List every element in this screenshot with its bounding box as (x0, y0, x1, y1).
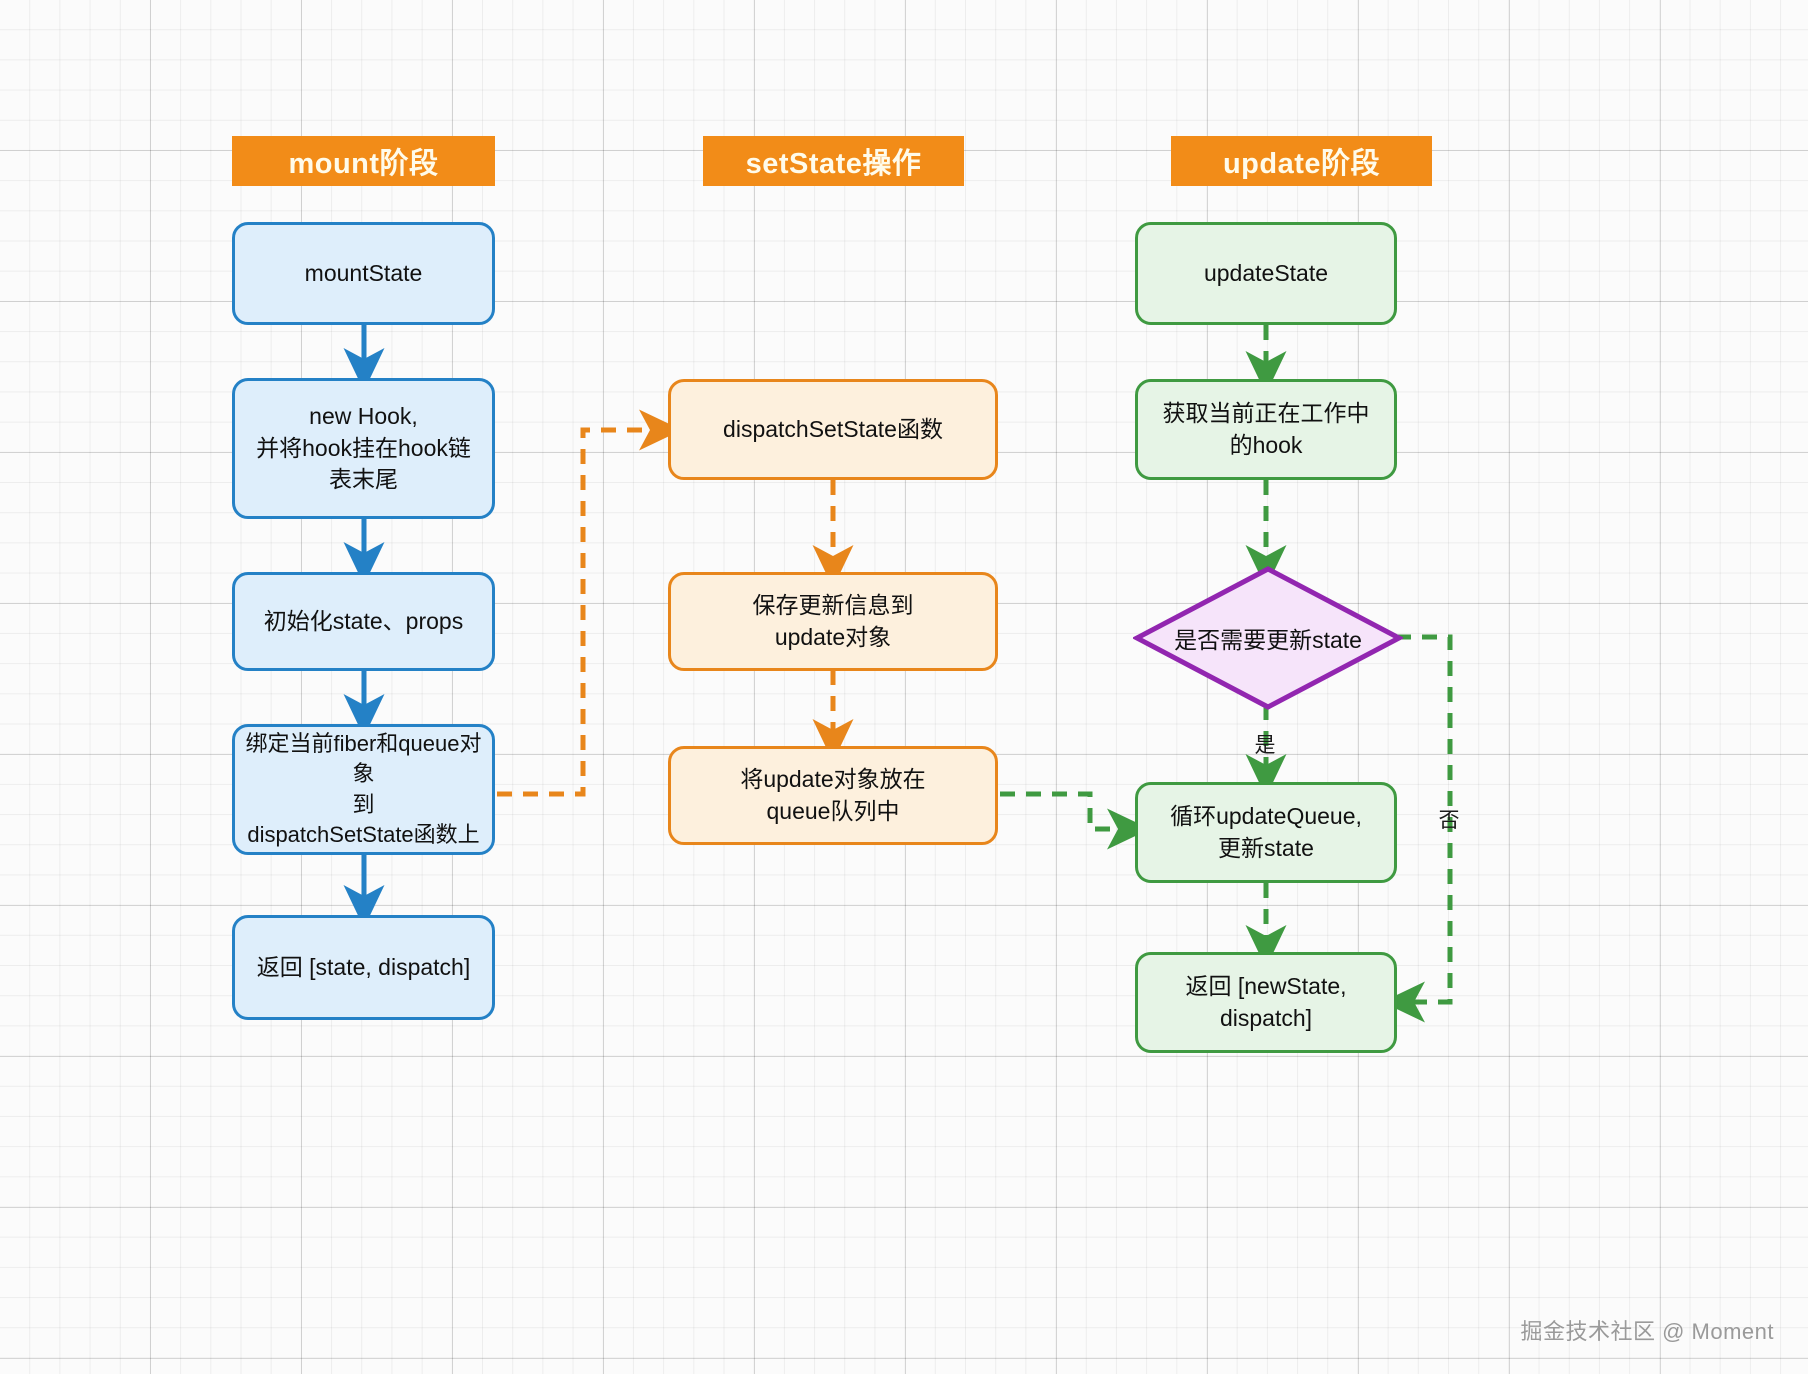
node-dispatch-setstate-fn-label: dispatchSetState函数 (723, 415, 943, 442)
column-header-update-label: update阶段 (1222, 148, 1381, 180)
node-bind-fiber-queue[interactable]: 绑定当前fiber和queue对象 到 dispatchSetState函数上 (232, 724, 495, 855)
node-get-working-hook[interactable]: 获取当前正在工作中 的hook (1135, 379, 1397, 480)
edge-bind-to-dispatch (497, 409, 683, 797)
column-header-mount: mount阶段 (232, 136, 495, 186)
node-save-update-info[interactable]: 保存更新信息到 update对象 (668, 572, 998, 671)
watermark: 掘金技术社区 @ Moment (1520, 1314, 1774, 1346)
edge-label-yes-text: 是 (1254, 734, 1276, 757)
node-bind-fiber-queue-label: 绑定当前fiber和queue对象 到 dispatchSetState函数上 (245, 730, 482, 847)
column-header-mount-label: mount阶段 (288, 148, 439, 180)
column-header-update: update阶段 (1171, 136, 1432, 186)
node-new-hook-label: new Hook, 并将hook挂在hook链 表末尾 (256, 402, 471, 493)
node-mount-state[interactable]: mountState (232, 222, 495, 325)
node-put-update-in-queue[interactable]: 将update对象放在 queue队列中 (668, 746, 998, 845)
node-mount-state-label: mountState (304, 259, 423, 286)
node-loop-update-queue[interactable]: 循环updateQueue, 更新state (1135, 782, 1397, 883)
node-loop-update-queue-label: 循环updateQueue, 更新state (1170, 802, 1362, 861)
node-update-state[interactable]: updateState (1135, 222, 1397, 325)
column-header-setstate: setState操作 (703, 136, 964, 186)
node-return-newstate-dispatch-label: 返回 [newState, dispatch] (1185, 972, 1347, 1031)
node-put-update-in-queue-label: 将update对象放在 queue队列中 (740, 765, 926, 824)
edge-decision-no (1381, 634, 1453, 1023)
node-return-newstate-dispatch[interactable]: 返回 [newState, dispatch] (1135, 952, 1397, 1053)
node-init-state-props-label: 初始化state、props (263, 607, 464, 634)
column-header-setstate-label: setState操作 (745, 148, 922, 180)
edge-label-no-text: 否 (1438, 809, 1460, 832)
node-return-state-dispatch[interactable]: 返回 [state, dispatch] (232, 915, 495, 1020)
node-new-hook[interactable]: new Hook, 并将hook挂在hook链 表末尾 (232, 378, 495, 519)
edge-label-no: 否 (1424, 805, 1474, 833)
node-return-state-dispatch-label: 返回 [state, dispatch] (256, 953, 471, 980)
node-init-state-props[interactable]: 初始化state、props (232, 572, 495, 671)
edge-label-yes: 是 (1240, 730, 1290, 758)
node-update-state-label: updateState (1203, 259, 1329, 286)
node-dispatch-setstate-fn[interactable]: dispatchSetState函数 (668, 379, 998, 480)
edge-queue-to-loop (1000, 791, 1151, 850)
watermark-text: 掘金技术社区 @ Moment (1520, 1319, 1774, 1344)
node-get-working-hook-label: 获取当前正在工作中 的hook (1162, 399, 1370, 458)
node-save-update-info-label: 保存更新信息到 update对象 (752, 591, 914, 650)
node-decision-need-update-shape[interactable] (1133, 565, 1403, 711)
